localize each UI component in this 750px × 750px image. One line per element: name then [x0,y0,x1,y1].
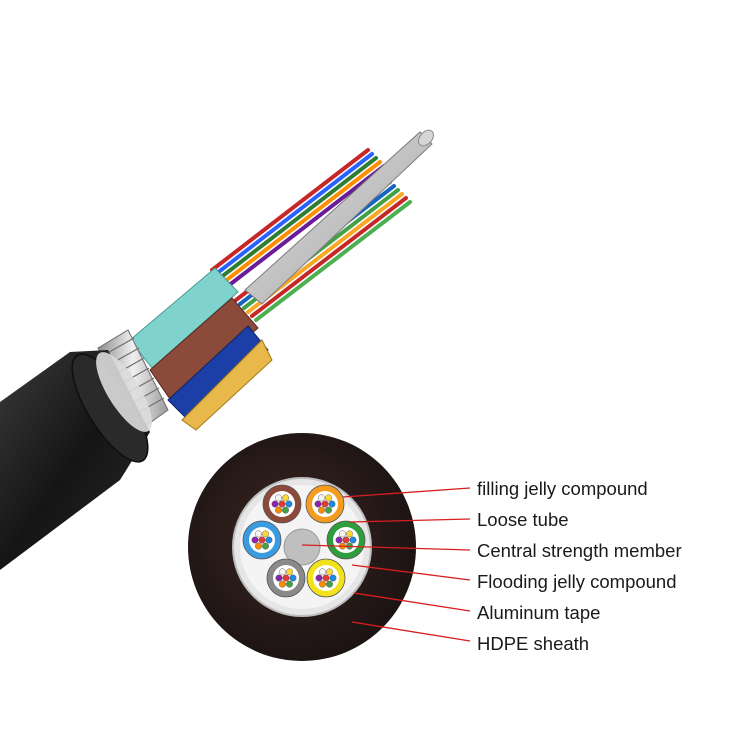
fiber [321,500,329,508]
callout-loose-tube: Loose tube [349,509,569,530]
fiber [282,506,289,514]
fiber [265,536,273,544]
fiber [286,580,293,588]
fiber [275,494,282,502]
fiber [315,574,323,582]
fiber [255,542,262,550]
fiber [335,536,343,544]
callout-label: filling jelly compound [477,478,648,499]
callout-label: Flooding jelly compound [477,571,677,592]
loose-tube-brown [262,484,302,524]
cable-perspective-illustration [0,129,434,570]
fiber [322,574,330,582]
fiber [282,574,290,582]
fiber [318,494,325,502]
outer-jacket [0,350,152,570]
fiber [346,530,353,538]
fiber [286,568,293,576]
callout-central-strength: Central strength member [301,540,682,561]
callout-label: Central strength member [477,540,682,561]
fiber [255,530,262,538]
fiber [342,536,350,544]
fiber [262,530,269,538]
loose-tube-yellow [306,558,346,598]
fiber [349,536,357,544]
callouts: filling jelly compound Loose tube Centra… [301,478,682,654]
fiber [318,506,325,514]
loose-tube-green [326,520,366,560]
fiber [314,500,322,508]
fiber [339,530,346,538]
callout-label: HDPE sheath [477,633,589,654]
fiber [325,506,332,514]
callout-hdpe-sheath: HDPE sheath [351,621,589,654]
fiber [285,500,293,508]
fiber [275,506,282,514]
loose-tube-gray [266,558,306,598]
fiber [326,580,333,588]
central-rod [244,129,434,305]
fiber [289,574,297,582]
fiber [278,500,286,508]
fiber [279,568,286,576]
loose-tubes [129,267,273,431]
callout-aluminum-tape: Aluminum tape [353,592,600,623]
fiber [271,500,279,508]
fiber [328,500,336,508]
fiber [275,574,283,582]
fiber [279,580,286,588]
fiber [325,494,332,502]
loose-tube-blue [242,520,282,560]
callout-label: Aluminum tape [477,602,600,623]
fiber [319,568,326,576]
fiber [262,542,269,550]
fiber [319,580,326,588]
fiber [329,574,337,582]
central-strength-member [283,528,321,566]
fiber [258,536,266,544]
loose-tube-orange [305,484,345,524]
callout-label: Loose tube [477,509,569,530]
fiber [251,536,259,544]
callout-flooding-jelly: Flooding jelly compound [351,564,677,592]
callout-filling-jelly: filling jelly compound [342,478,648,499]
fiber [326,568,333,576]
fiber [282,494,289,502]
